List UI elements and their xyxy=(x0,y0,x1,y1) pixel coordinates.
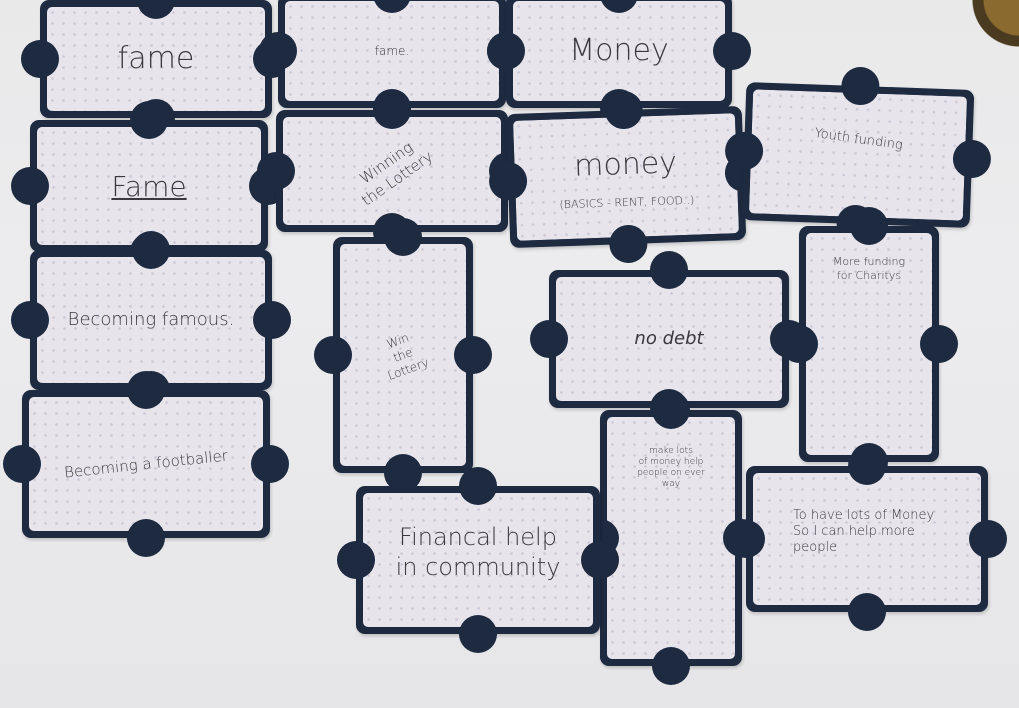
card-text: Money xyxy=(569,33,669,69)
card-text: Fame xyxy=(111,169,187,203)
card-more-funding-charitys[interactable]: More funding for Charitys xyxy=(780,207,958,481)
card-text: fame. xyxy=(374,43,410,58)
card-becoming-footballer[interactable]: Becoming a footballer xyxy=(3,371,289,557)
card-fame-1[interactable]: fame xyxy=(21,0,291,137)
card-becoming-famous[interactable]: Becoming famous. xyxy=(11,231,291,409)
card-make-lots-of-money[interactable]: make lots of money help people on ever w… xyxy=(581,391,761,685)
card-text: Becoming famous. xyxy=(67,308,235,330)
card-text: Becoming a footballer xyxy=(63,446,229,482)
card-text: To have lots of Money So I can help more… xyxy=(793,507,935,556)
card-text: Winning the Lottery xyxy=(356,138,437,210)
card-winning-the-lottery[interactable]: Winning the Lottery xyxy=(257,91,527,251)
card-no-debt[interactable]: no debt xyxy=(530,251,808,427)
card-text: no debt xyxy=(634,327,704,349)
card-money-1[interactable]: Money xyxy=(487,0,751,127)
card-youth-funding[interactable]: Youth funding xyxy=(724,66,992,244)
card-text: Youth funding xyxy=(813,125,904,153)
card-money-basics[interactable]: money (BASICS - RENT, FOOD..) xyxy=(488,90,764,264)
card-text: More funding for Charitys xyxy=(832,255,906,282)
card-text: Financal help in community xyxy=(395,523,561,581)
card-win-the-lottery[interactable]: Win the Lottery xyxy=(314,218,492,492)
card-text: Win the Lottery xyxy=(384,330,431,383)
card-text: fame xyxy=(117,41,195,77)
card-lots-of-money-help-people[interactable]: To have lots of Money So I can help more… xyxy=(727,447,1007,631)
table-corner-edge xyxy=(929,0,1019,60)
card-financal-help[interactable]: Financal help in community xyxy=(337,467,619,653)
card-text: make lots of money help people on ever w… xyxy=(637,445,705,490)
